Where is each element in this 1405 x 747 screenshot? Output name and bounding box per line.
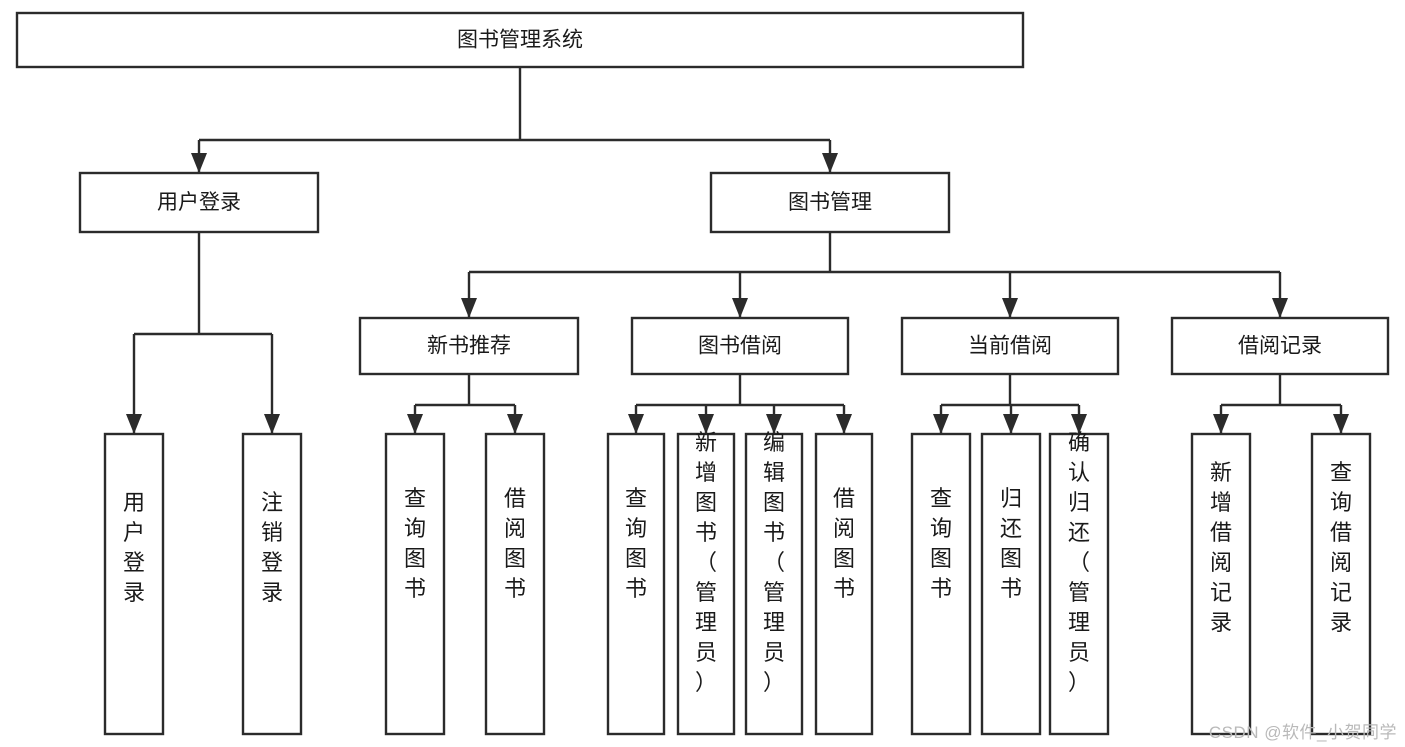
node-new-book-recommend[interactable]: 新书推荐 (358, 316, 580, 376)
node-leaf-add-borrow-record[interactable]: 新增借阅记录 (1190, 432, 1252, 736)
node-user-login[interactable]: 用户登录 (78, 171, 320, 234)
node-leaf-add-book-admin[interactable]: 新增图书（管理员） (676, 430, 736, 736)
borrow-record-arrow-1 (1333, 414, 1349, 434)
node-leaf-add-borrow-record-box[interactable] (1190, 432, 1252, 736)
node-leaf-logout-label: 注销登录 (261, 490, 283, 605)
node-leaf-query-book-recommend-box[interactable] (384, 432, 446, 736)
node-leaf-query-book-borrow[interactable]: 查询图书 (606, 432, 666, 736)
connector-layer (126, 67, 1349, 434)
book-borrow-arrow-0 (628, 414, 644, 434)
node-leaf-return-book-label: 归还图书 (1000, 486, 1022, 601)
current-borrow-arrow-1 (1003, 414, 1019, 434)
book-borrow-arrow-2 (766, 414, 782, 434)
node-book-management[interactable]: 图书管理 (709, 171, 951, 234)
node-current-borrow-box[interactable] (900, 316, 1120, 376)
book-management-arrow-0 (461, 298, 477, 318)
node-leaf-query-book-current-box[interactable] (910, 432, 972, 736)
node-new-book-recommend-label: 新书推荐 (427, 335, 511, 358)
root-arrow-1 (822, 153, 838, 173)
node-leaf-borrow-book-label: 借阅图书 (833, 486, 855, 601)
node-leaf-query-borrow-record[interactable]: 查询借阅记录 (1310, 432, 1372, 736)
csdn-watermark: CSDN @软件_小贺同学 (1208, 723, 1397, 742)
node-leaf-query-borrow-record-label: 查询借阅记录 (1330, 460, 1352, 635)
node-leaf-borrow-book-recommend-box[interactable] (484, 432, 546, 736)
node-user-login-box[interactable] (78, 171, 320, 234)
node-leaf-edit-book-admin-box[interactable] (744, 432, 804, 736)
borrow-record-arrow-0 (1213, 414, 1229, 434)
node-book-borrow[interactable]: 图书借阅 (630, 316, 850, 376)
node-leaf-edit-book-admin-label: 编辑图书（管理员） (763, 430, 785, 695)
node-leaf-query-book-borrow-box[interactable] (606, 432, 666, 736)
node-current-borrow-label: 当前借阅 (968, 335, 1052, 358)
node-book-borrow-box[interactable] (630, 316, 850, 376)
node-leaf-user-login-box[interactable] (103, 432, 165, 736)
user-login-arrow-0 (126, 414, 142, 434)
node-new-book-recommend-box[interactable] (358, 316, 580, 376)
node-leaf-query-book-current[interactable]: 查询图书 (910, 432, 972, 736)
node-leaf-query-book-recommend-label: 查询图书 (404, 486, 426, 601)
node-root-root-label: 图书管理系统 (457, 29, 583, 52)
node-leaf-add-book-admin-label: 新增图书（管理员） (695, 430, 717, 695)
node-leaf-user-login-label: 用户登录 (123, 490, 145, 605)
node-leaf-confirm-return-admin[interactable]: 确认归还（管理员） (1048, 430, 1110, 736)
current-borrow-arrow-0 (933, 414, 949, 434)
book-borrow-arrow-1 (698, 414, 714, 434)
node-leaf-confirm-return-admin-label: 确认归还（管理员） (1068, 430, 1090, 695)
node-leaf-return-book-box[interactable] (980, 432, 1042, 736)
current-borrow-arrow-2 (1071, 414, 1087, 434)
node-borrow-record-box[interactable] (1170, 316, 1390, 376)
node-leaf-confirm-return-admin-box[interactable] (1048, 432, 1110, 736)
node-root-root-box[interactable] (15, 11, 1025, 69)
node-leaf-add-borrow-record-label: 新增借阅记录 (1210, 460, 1232, 635)
new-book-recommend-arrow-1 (507, 414, 523, 434)
book-management-arrow-3 (1272, 298, 1288, 318)
node-current-borrow[interactable]: 当前借阅 (900, 316, 1120, 376)
node-root-root[interactable]: 图书管理系统 (15, 11, 1025, 69)
node-leaf-query-book-current-label: 查询图书 (930, 486, 952, 601)
node-leaf-query-book-recommend[interactable]: 查询图书 (384, 432, 446, 736)
book-management-arrow-1 (732, 298, 748, 318)
node-layer: 图书管理系统用户登录图书管理新书推荐图书借阅当前借阅借阅记录用户登录注销登录查询… (15, 11, 1390, 736)
node-book-borrow-label: 图书借阅 (698, 335, 782, 358)
node-leaf-borrow-book-box[interactable] (814, 432, 874, 736)
node-leaf-borrow-book[interactable]: 借阅图书 (814, 432, 874, 736)
user-login-arrow-1 (264, 414, 280, 434)
book-management-arrow-2 (1002, 298, 1018, 318)
node-leaf-return-book[interactable]: 归还图书 (980, 432, 1042, 736)
root-arrow-0 (191, 153, 207, 173)
node-leaf-add-book-admin-box[interactable] (676, 432, 736, 736)
book-borrow-arrow-3 (836, 414, 852, 434)
node-borrow-record[interactable]: 借阅记录 (1170, 316, 1390, 376)
node-leaf-edit-book-admin[interactable]: 编辑图书（管理员） (744, 430, 804, 736)
node-leaf-logout[interactable]: 注销登录 (241, 432, 303, 736)
node-leaf-borrow-book-recommend-label: 借阅图书 (504, 486, 526, 601)
node-leaf-query-book-borrow-label: 查询图书 (625, 486, 647, 601)
node-leaf-query-borrow-record-box[interactable] (1310, 432, 1372, 736)
new-book-recommend-arrow-0 (407, 414, 423, 434)
node-borrow-record-label: 借阅记录 (1238, 335, 1322, 358)
node-book-management-label: 图书管理 (788, 191, 872, 214)
node-book-management-box[interactable] (709, 171, 951, 234)
node-user-login-label: 用户登录 (157, 191, 241, 214)
node-leaf-borrow-book-recommend[interactable]: 借阅图书 (484, 432, 546, 736)
node-leaf-logout-box[interactable] (241, 432, 303, 736)
node-leaf-user-login[interactable]: 用户登录 (103, 432, 165, 736)
